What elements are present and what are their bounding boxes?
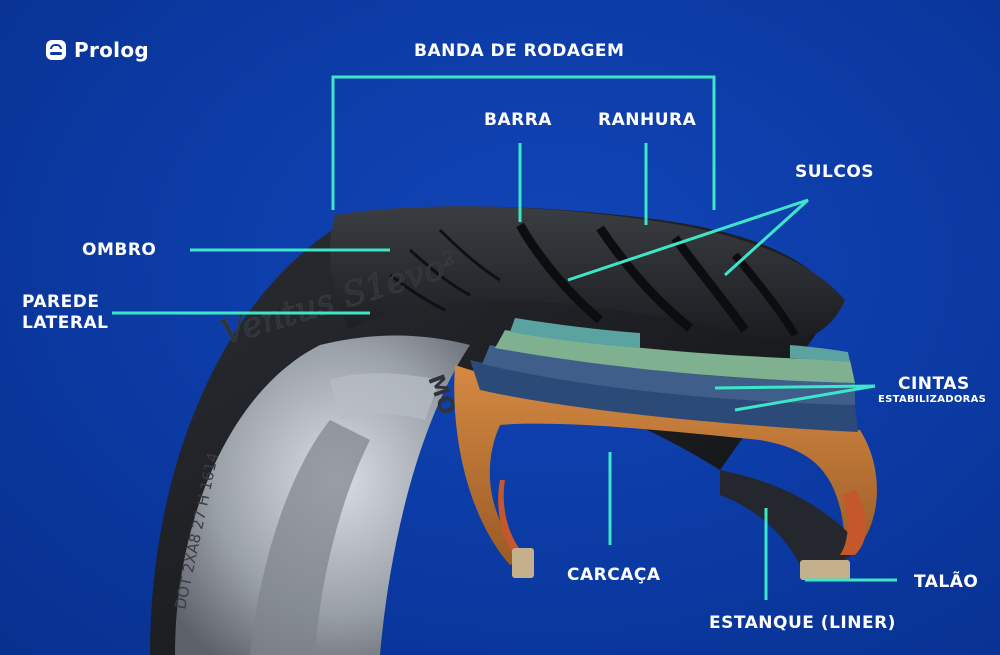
label-carcaca: CARCAÇA — [567, 565, 661, 585]
label-sulcos: SULCOS — [795, 162, 875, 182]
tread-groove — [731, 252, 799, 338]
tire-sidewall — [150, 206, 840, 655]
prolog-logo-icon — [46, 40, 66, 60]
label-parede-line1: PAREDE — [22, 292, 100, 312]
banda-bracket-line — [331, 75, 716, 210]
cintas-leader-line — [714, 384, 876, 390]
brand-logo: Prolog — [46, 38, 149, 62]
liner-edge — [840, 490, 867, 555]
label-ranhura: RANHURA — [598, 110, 697, 130]
label-parede-line2: LATERAL — [22, 313, 109, 333]
sulcos-leader-line — [723, 198, 810, 277]
tread-groove — [596, 225, 693, 332]
cintas-leader-line — [734, 384, 876, 412]
rim-spoke — [250, 420, 370, 655]
label-talao: TALÃO — [914, 572, 979, 592]
liner-edge — [498, 480, 525, 560]
belt-green-layer — [495, 330, 855, 383]
bead-block — [800, 560, 850, 580]
sulcos-leader-line — [567, 198, 809, 282]
label-cintas: CINTAS — [898, 374, 970, 394]
tread-sipe — [438, 228, 501, 282]
inner-liner — [720, 470, 860, 575]
belt-blue-layer — [482, 345, 855, 405]
label-cintas-sub: ESTABILIZADORAS — [878, 394, 987, 405]
tread-sipe — [408, 248, 471, 297]
tread-sipe — [389, 273, 446, 312]
belt-blue-layer — [470, 360, 858, 432]
brand-name: Prolog — [74, 38, 149, 62]
bead-block — [512, 548, 534, 578]
carcass-layer — [454, 365, 877, 565]
tread-groove — [516, 222, 603, 324]
tread-groove — [671, 235, 749, 333]
label-ombro: OMBRO — [82, 240, 157, 260]
belt-teal-layer — [510, 318, 640, 348]
rim-spoke — [330, 373, 440, 420]
belt-teal-layer — [790, 345, 850, 362]
label-barra: BARRA — [484, 110, 552, 130]
label-banda-de-rodagem: BANDA DE RODAGEM — [414, 41, 625, 61]
label-estanque: ESTANQUE (LINER) — [709, 613, 896, 633]
